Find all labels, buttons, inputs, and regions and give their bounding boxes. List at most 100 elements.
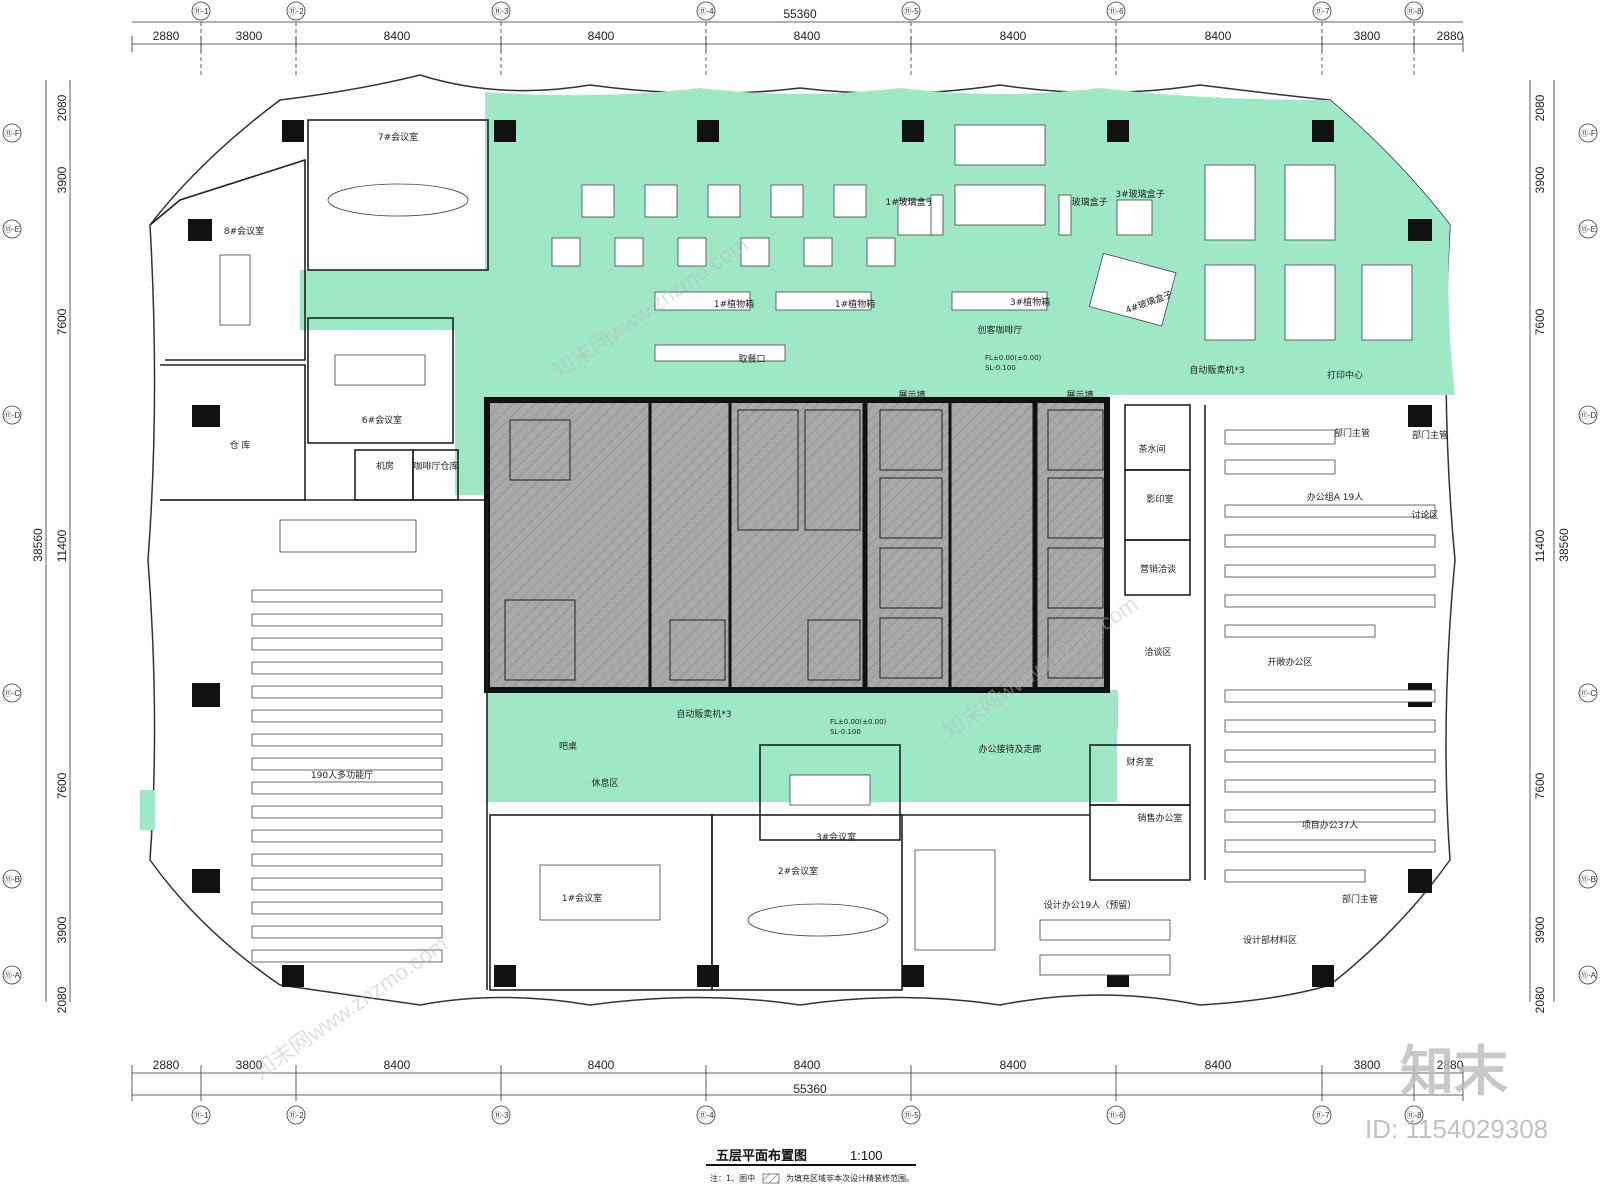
grid-row-d-r: ⑪-D (1580, 411, 1597, 420)
grid-row-f-r: ⑪-F (1580, 129, 1596, 138)
dim-right-6: 3900 (1533, 916, 1547, 943)
label-meeting-8: 8#会议室 (224, 225, 264, 237)
label-hall-190: 190人多功能厅 (311, 769, 373, 781)
label-meeting-1: 1#会议室 (562, 892, 602, 904)
dim-top-9: 2880 (1437, 29, 1464, 43)
label-vending-mid: 自动贩卖机*3 (676, 708, 731, 720)
label-design-office: 设计办公19人（预留） (1044, 899, 1136, 911)
elevation-markers: FL±0.00(±0.00) SL-0.100 FL±0.00(±0.00) S… (830, 354, 1042, 736)
dim-left-5: 7600 (55, 772, 69, 799)
room-walls (149, 119, 1206, 991)
dim-top-2: 3800 (236, 29, 263, 43)
label-machine-room: 机房 (376, 460, 394, 472)
grid-row-c-r: ⑪-C (1580, 689, 1597, 698)
grid-col-1: ⑪-1 (193, 7, 209, 16)
drawing-title: 五层平面布置图 (716, 1148, 807, 1164)
label-meeting-7: 7#会议室 (378, 131, 418, 143)
label-print-room: 影印室 (1146, 493, 1173, 505)
label-meeting-2: 2#会议室 (778, 865, 818, 877)
dim-bottom-5: 8400 (794, 1058, 821, 1072)
grid-col-4: ⑪-4 (698, 7, 714, 16)
grid-row-b: ⑪-B (4, 875, 20, 884)
hatch-legend-swatch (762, 1173, 780, 1184)
grid-col-2-b: ⑪-2 (288, 1111, 304, 1120)
dim-left-2: 3900 (55, 166, 69, 193)
grid-col-7: ⑪-7 (1314, 7, 1330, 16)
grid-col-7-b: ⑪-7 (1314, 1111, 1330, 1120)
dim-bottom-8: 3800 (1354, 1058, 1381, 1072)
grid-axis-top (191, 1, 1424, 75)
dim-total-right: 38560 (1557, 528, 1571, 562)
grid-axis-sides (2, 123, 1598, 985)
plant-box-vertical (930, 194, 1072, 236)
grid-row-e-r: ⑪-E (1580, 225, 1596, 234)
elev-fl-mid: FL±0.00(±0.00) (830, 718, 887, 726)
service-core (484, 397, 1110, 693)
dimension-top: 55360 2880 3800 8400 8400 8400 8400 8400… (131, 7, 1464, 52)
grid-col-1-b: ⑪-1 (193, 1111, 209, 1120)
label-sales-office: 销售办公室 (1137, 812, 1182, 824)
label-bar: 吧桌 (559, 740, 577, 752)
label-plant-box-2: 1#植物箱 (835, 298, 875, 310)
grid-row-c: ⑪-C (4, 689, 21, 698)
label-plant-box-3: 3#植物箱 (1010, 296, 1050, 308)
label-finance: 财务室 (1126, 756, 1153, 768)
elev-fl-top: FL±0.00(±0.00) (985, 354, 1042, 362)
label-manager-2: 部门主管 (1412, 429, 1448, 441)
dim-bottom-2: 3800 (236, 1058, 263, 1072)
dim-top-7: 8400 (1205, 29, 1232, 43)
dim-total-left: 38560 (31, 528, 45, 562)
dim-left-7: 2080 (55, 986, 69, 1013)
label-negotiation-1: 营销洽谈 (1140, 563, 1176, 575)
dim-left-6: 3900 (55, 916, 69, 943)
label-manager-3: 部门主管 (1342, 893, 1378, 905)
dim-top-1: 2880 (153, 29, 180, 43)
dim-right-2: 3900 (1533, 166, 1547, 193)
room-labels: 7#会议室 8#会议室 6#会议室 仓 库 机房 咖啡厅仓库 190人多功能厅 … (224, 131, 1448, 946)
label-office-group-a: 办公组A 19人 (1307, 491, 1363, 503)
elev-sl-top: SL-0.100 (985, 364, 1016, 372)
label-reception: 办公接待及走廊 (978, 743, 1041, 755)
grid-col-2: ⑪-2 (288, 7, 304, 16)
dimension-bottom: 55360 2880 3800 8400 8400 8400 8400 8400… (131, 1058, 1464, 1101)
dim-bottom-9: 2880 (1437, 1058, 1464, 1072)
watermark-brand: 知末 (1400, 1042, 1508, 1102)
label-vending-top: 自动贩卖机*3 (1189, 364, 1244, 376)
grid-axis-bottom (191, 1105, 1424, 1125)
watermark-id: ID: 1154029308 (1365, 1114, 1548, 1144)
dimension-right: 38560 2080 3900 7600 11400 7600 3900 208… (1529, 80, 1571, 1013)
grid-row-f: ⑪-F (4, 129, 20, 138)
grid-row-a-r: ⑪-A (1580, 971, 1597, 980)
grid-row-d: ⑪-D (4, 411, 21, 420)
grid-labels-bottom: ⑪-1 ⑪-2 ⑪-3 ⑪-4 ⑪-5 ⑪-6 ⑪-7 ⑪-8 (193, 1111, 1422, 1120)
dim-top-5: 8400 (794, 29, 821, 43)
dim-right-4: 11400 (1533, 529, 1547, 562)
drawing-note-prefix: 注：1、图中 (710, 1173, 755, 1183)
grid-col-6: ⑪-6 (1108, 7, 1124, 16)
dim-total-bottom: 55360 (793, 1082, 827, 1096)
office-desks (914, 429, 1436, 976)
label-open-office: 开敞办公区 (1267, 656, 1312, 668)
label-discussion: 讨论区 (1411, 509, 1438, 521)
grid-row-b-r: ⑪-B (1580, 875, 1596, 884)
grid-row-e: ⑪-E (4, 225, 20, 234)
dim-right-5: 7600 (1533, 772, 1547, 799)
grid-col-4-b: ⑪-4 (698, 1111, 714, 1120)
dim-top-6: 8400 (1000, 29, 1027, 43)
elev-sl-mid: SL-0.100 (830, 728, 861, 736)
label-tea-room: 茶水间 (1138, 443, 1165, 455)
dim-bottom-4: 8400 (588, 1058, 615, 1072)
grid-col-6-b: ⑪-6 (1108, 1111, 1124, 1120)
dim-bottom-6: 8400 (1000, 1058, 1027, 1072)
label-glass-box-1: 1#玻璃盒子 (885, 196, 934, 208)
dim-total-top: 55360 (783, 7, 817, 21)
dim-bottom-1: 2880 (153, 1058, 180, 1072)
dim-top-4: 8400 (588, 29, 615, 43)
hall-seating (251, 519, 443, 963)
label-design-material: 设计部材料区 (1243, 934, 1297, 946)
dim-top-3: 8400 (384, 29, 411, 43)
label-display-wall-1: 展示墙 (898, 389, 925, 401)
drawing-scale: 1:100 (850, 1148, 883, 1163)
label-plant-box-1: 1#植物箱 (714, 298, 754, 310)
label-cafe-storage: 咖啡厅仓库 (413, 460, 458, 472)
